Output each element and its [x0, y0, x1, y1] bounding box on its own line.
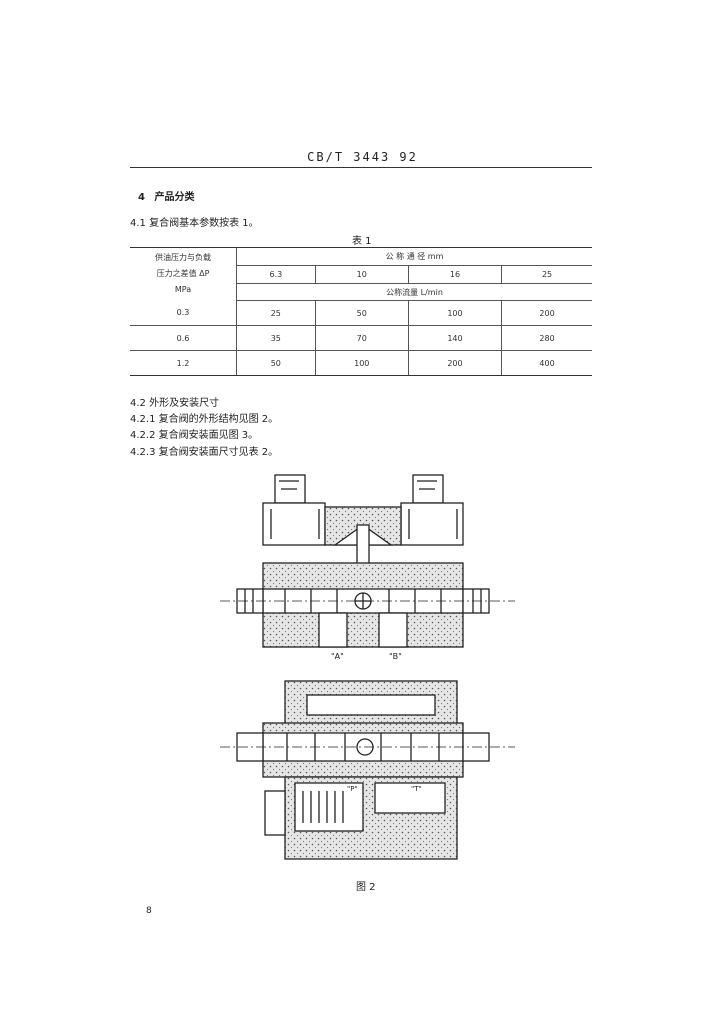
parameter-table: 供油压力与负载 压力之差值 ΔP MPa 公 称 通 径 mm 6.3 10 1… [130, 247, 592, 376]
group-header: 公 称 通 径 mm [236, 247, 592, 266]
flow-cell: 280 [501, 325, 592, 351]
header-rule [130, 167, 592, 168]
flow-cell: 35 [236, 325, 316, 351]
flow-cell: 140 [407, 325, 502, 351]
flow-cell: 100 [407, 300, 502, 326]
flow-cell: 50 [314, 300, 409, 326]
flow-cell: 100 [314, 350, 409, 376]
port-b-label: "B" [389, 652, 402, 661]
port-p-label: "P" [347, 785, 358, 793]
section-4-2-title: 4.2 外形及安装尺寸 [130, 398, 220, 409]
solenoid-left [262, 474, 326, 546]
flow-cell: 200 [501, 300, 592, 326]
figure-caption: 图 2 [356, 882, 376, 893]
pressure-cell: 1.2 [130, 350, 237, 376]
flow-cell: 400 [501, 350, 592, 376]
diameter-header: 25 [501, 265, 592, 284]
section-4-1: 4.1 复合阀基本参数按表 1。 [130, 218, 259, 229]
row-header-cell: 供油压力与负载 压力之差值 ΔP MPa [130, 247, 237, 301]
main-valve-body [262, 562, 464, 648]
page-number: 8 [146, 906, 152, 916]
lower-view [220, 680, 515, 860]
diameter-header: 6.3 [236, 265, 316, 284]
standard-header: CB/T 3443 92 [307, 150, 418, 164]
diameter-header: 10 [314, 265, 409, 284]
row-header-line: 压力之差值 ΔP [156, 269, 210, 279]
section-4-2-1: 4.2.1 复合阀的外形结构见图 2。 [130, 414, 279, 425]
section-number: 4 [138, 192, 145, 203]
flow-cell: 25 [236, 300, 316, 326]
table-row: 0.3 25 50 100 200 [130, 300, 592, 326]
flow-cell: 50 [236, 350, 316, 376]
solenoid-right [400, 474, 464, 546]
diameter-header: 16 [407, 265, 502, 284]
port-a-label: "A" [331, 652, 344, 661]
row-header-line: MPa [174, 285, 192, 295]
table-row: 0.6 35 70 140 280 [130, 325, 592, 351]
section-4-2-2: 4.2.2 复合阀安装面见图 3。 [130, 430, 259, 441]
table-row: 1.2 50 100 200 400 [130, 350, 592, 376]
flow-cell: 200 [407, 350, 502, 376]
valve-drawing: "A" "B" "P" "T" [220, 474, 515, 860]
section-4-2-3: 4.2.3 复合阀安装面尺寸见表 2。 [130, 447, 279, 458]
pressure-cell: 0.3 [130, 300, 237, 326]
row-header-line: 供油压力与负载 [155, 253, 211, 263]
table-1-caption: 表 1 [352, 236, 372, 247]
flow-subheader: 公称流量 L/min [236, 283, 592, 301]
section-4-heading: 4 产品分类 [138, 188, 195, 203]
port-t-label: "T" [411, 785, 422, 793]
flow-cell: 70 [314, 325, 409, 351]
upper-view [220, 474, 515, 648]
section-title: 产品分类 [154, 192, 195, 203]
pressure-cell: 0.6 [130, 325, 237, 351]
